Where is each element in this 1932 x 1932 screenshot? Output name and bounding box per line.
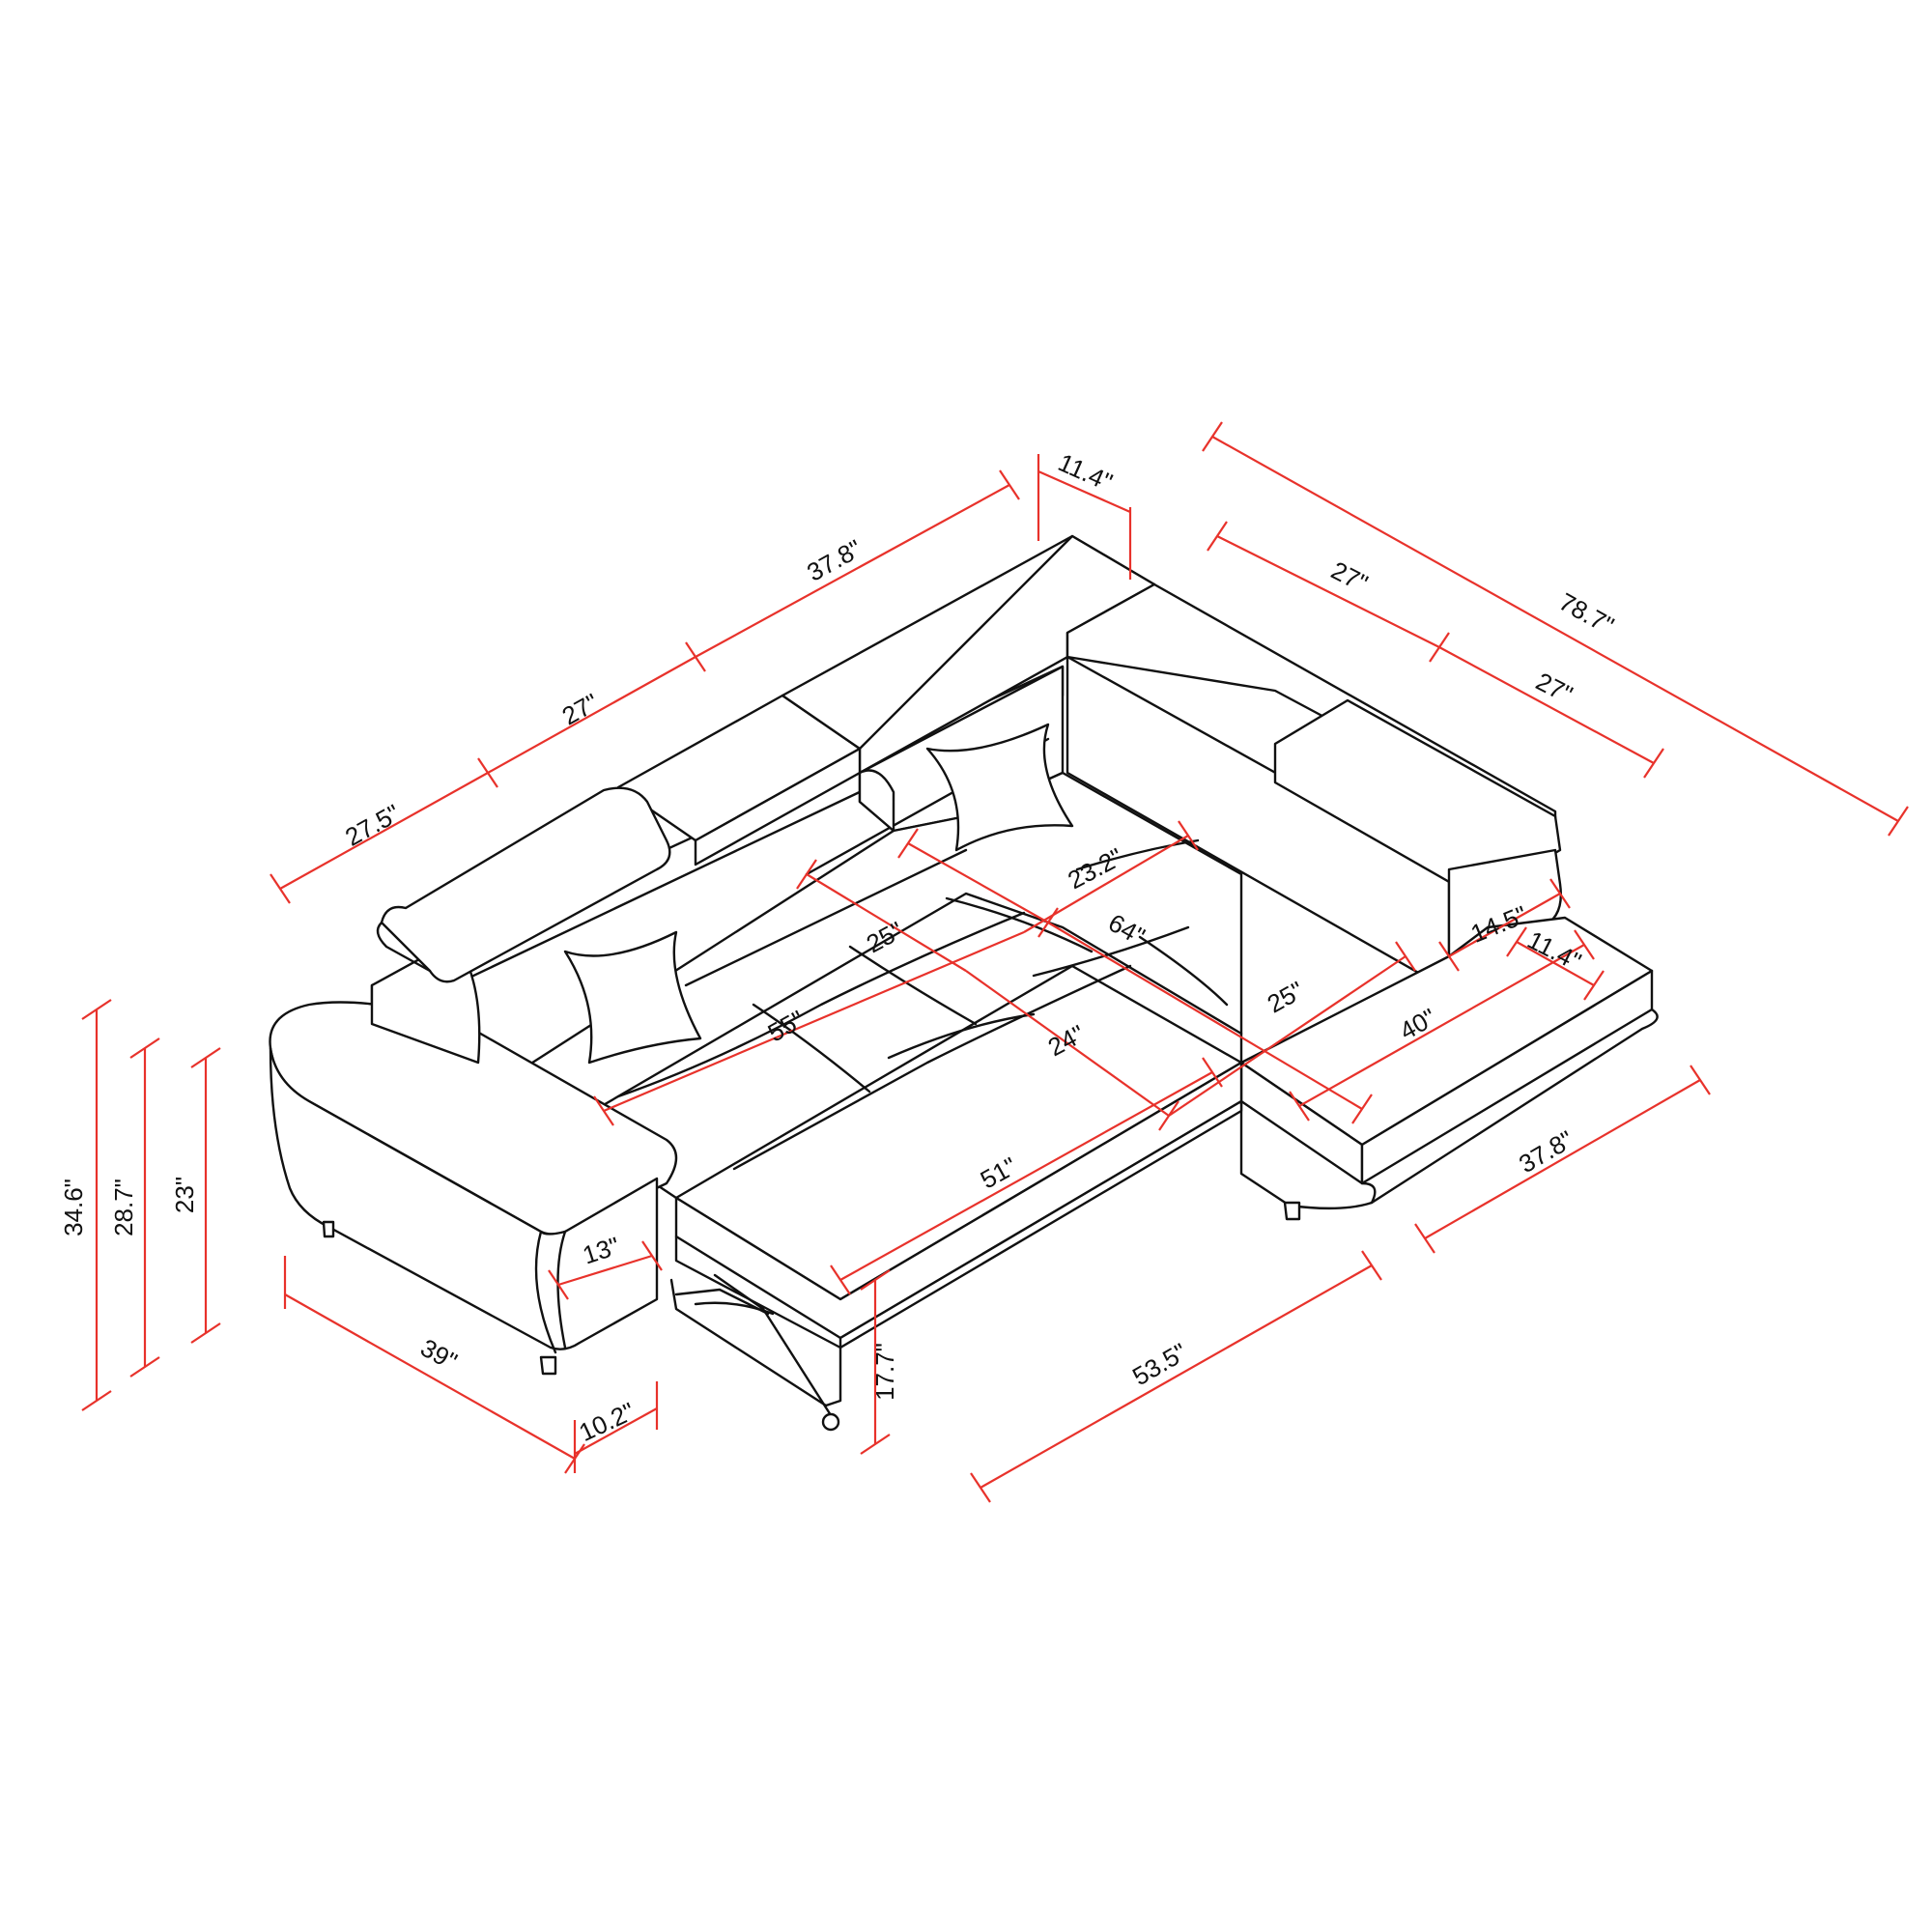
d-height-34-6: 34.6" bbox=[59, 999, 112, 1411]
sofa-drawing bbox=[269, 534, 1659, 1432]
label-23: 23" bbox=[170, 1177, 199, 1213]
d-arm-10-2: 10.2" bbox=[573, 1381, 659, 1473]
d-bed-height-17-7: 17.7" bbox=[860, 1269, 899, 1455]
chaise-seat bbox=[1239, 916, 1659, 1221]
pillows bbox=[563, 723, 1074, 1065]
main-seat bbox=[500, 737, 1243, 1301]
label-37-8-chaise: 37.8" bbox=[1514, 1124, 1578, 1179]
left-back-cushion bbox=[370, 786, 671, 1065]
label-27-a: 27" bbox=[1326, 555, 1373, 598]
label-37-8-top: 37.8" bbox=[802, 534, 867, 587]
label-17-7: 17.7" bbox=[870, 1343, 899, 1401]
back-headrests bbox=[616, 534, 1156, 867]
label-34-6: 34.6" bbox=[59, 1179, 88, 1236]
d-height-23: 23" bbox=[170, 1047, 221, 1344]
label-27-5-a: 27.5" bbox=[340, 799, 405, 852]
d-length-53-5: 53.5" bbox=[970, 1250, 1382, 1503]
label-11-4-top: 11.4" bbox=[1054, 447, 1117, 497]
label-25-b: 25" bbox=[1263, 976, 1309, 1019]
pullout-bed bbox=[669, 1061, 1243, 1432]
label-10-2: 10.2" bbox=[575, 1397, 639, 1447]
d-back-27-5-b: 27" bbox=[487, 641, 706, 774]
label-27-5-b: 27" bbox=[557, 688, 604, 731]
d-height-28-7: 28.7" bbox=[109, 1037, 160, 1378]
label-39: 39" bbox=[415, 1333, 462, 1377]
label-28-7: 28.7" bbox=[109, 1179, 138, 1236]
left-armrest bbox=[269, 1001, 678, 1376]
corner-cushion bbox=[858, 769, 895, 833]
d-back-27-b: 27" bbox=[1438, 646, 1664, 779]
label-53-5: 53.5" bbox=[1127, 1337, 1192, 1391]
label-27-b: 27" bbox=[1531, 667, 1577, 709]
label-78-7: 78.7" bbox=[1554, 587, 1619, 640]
